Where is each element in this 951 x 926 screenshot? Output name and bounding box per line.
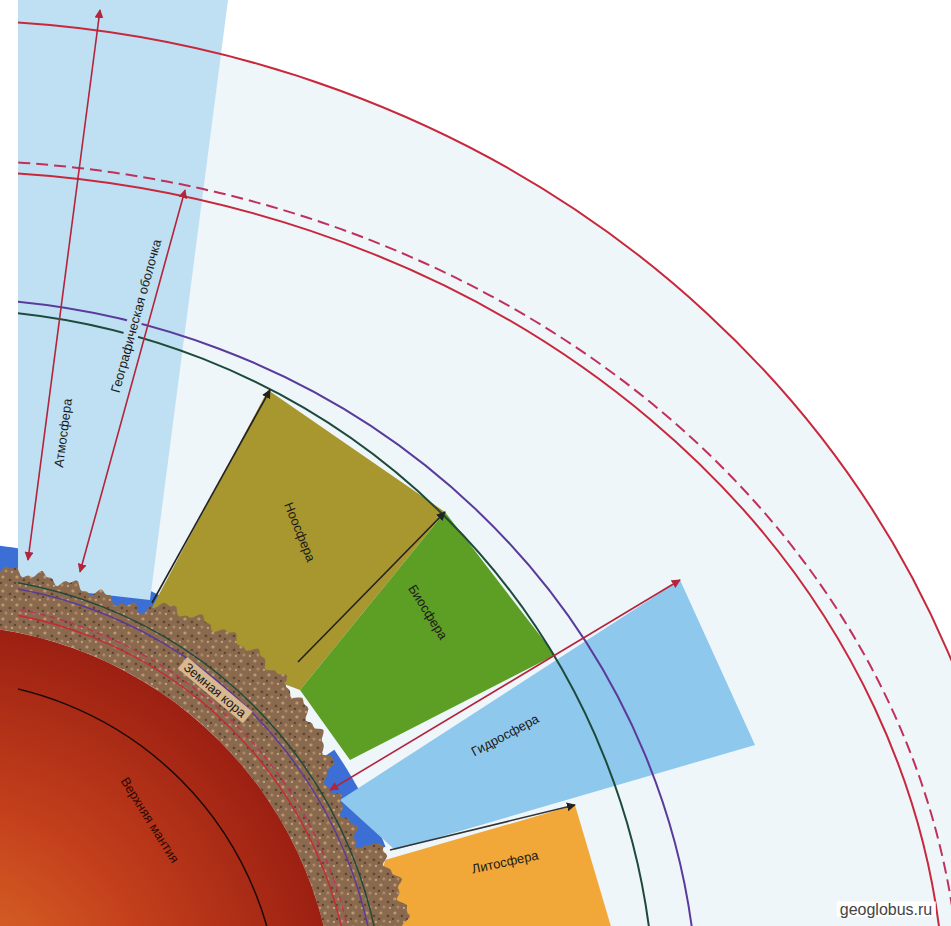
shape-fill <box>18 0 228 600</box>
dashed-boundary <box>18 160 951 926</box>
biosphere-arrow <box>298 512 445 662</box>
crust-line <box>18 602 358 926</box>
crust-line <box>18 582 378 926</box>
watermark: geoglobus.ru <box>837 902 936 917</box>
crust-line <box>18 576 384 926</box>
atmosphere-arrow <box>28 10 100 560</box>
crust-line <box>18 608 352 926</box>
lithosphere-arrow <box>390 805 575 850</box>
shell-boundary <box>18 171 945 926</box>
mantle-line <box>18 680 280 926</box>
shape-fill <box>300 512 555 760</box>
hydrosphere-sector: Гидросфера <box>340 580 755 850</box>
noosphere-arrow <box>152 390 270 603</box>
shell-arrow <box>80 190 185 572</box>
hydrosphere-arrow <box>330 580 680 790</box>
atmosphere-band: Атмосфера <box>18 0 228 600</box>
shape-outline <box>340 580 755 850</box>
noosphere-boundary <box>18 309 655 926</box>
outer-boundary <box>18 20 951 926</box>
shape-outline <box>18 0 228 600</box>
shape-fill <box>340 580 755 850</box>
